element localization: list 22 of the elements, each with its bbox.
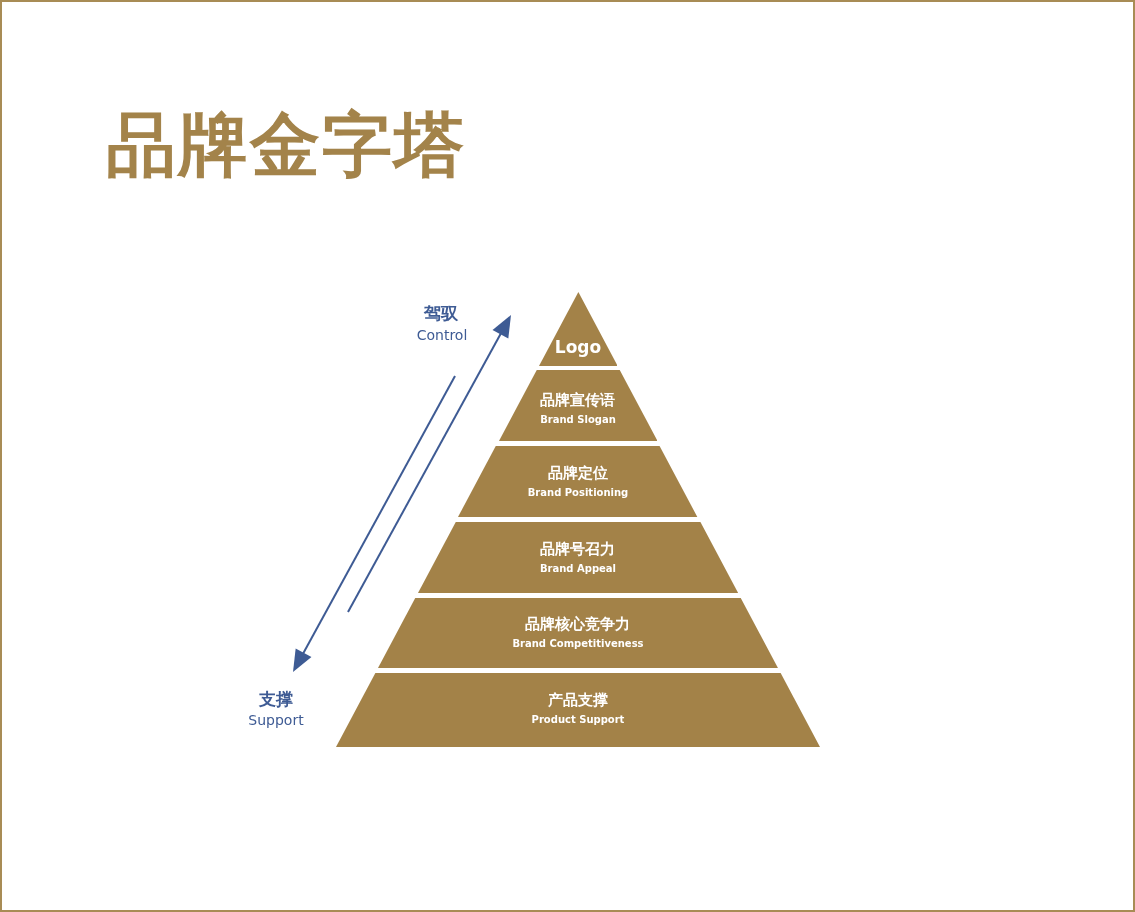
pyramid-level [458, 446, 698, 517]
pyramid-level [336, 673, 820, 747]
pyramid-level [538, 292, 618, 366]
level-title: 产品支撑 [548, 690, 608, 710]
level-title: Logo [554, 336, 602, 358]
level-subtitle: Product Support [531, 713, 625, 727]
page-title: 品牌金字塔 [106, 103, 466, 188]
level-title: 品牌定位 [548, 463, 608, 483]
level-title: 品牌宣传语 [540, 390, 616, 410]
direction-label: 支撑 [259, 688, 293, 710]
pyramid-level [378, 598, 778, 668]
level-title: 品牌号召力 [540, 539, 616, 559]
level-subtitle: Brand Appeal [539, 562, 616, 576]
level-subtitle: Brand Slogan [540, 413, 616, 427]
direction-label: Control [416, 326, 468, 344]
pyramid-level [498, 370, 658, 441]
direction-label: Support [248, 711, 304, 729]
level-title: 品牌核心竞争力 [525, 614, 631, 634]
direction-label: 驾驭 [424, 302, 458, 324]
pyramid-level [417, 522, 739, 593]
level-subtitle: Brand Competitiveness [512, 637, 644, 651]
level-subtitle: Brand Positioning [527, 486, 629, 500]
